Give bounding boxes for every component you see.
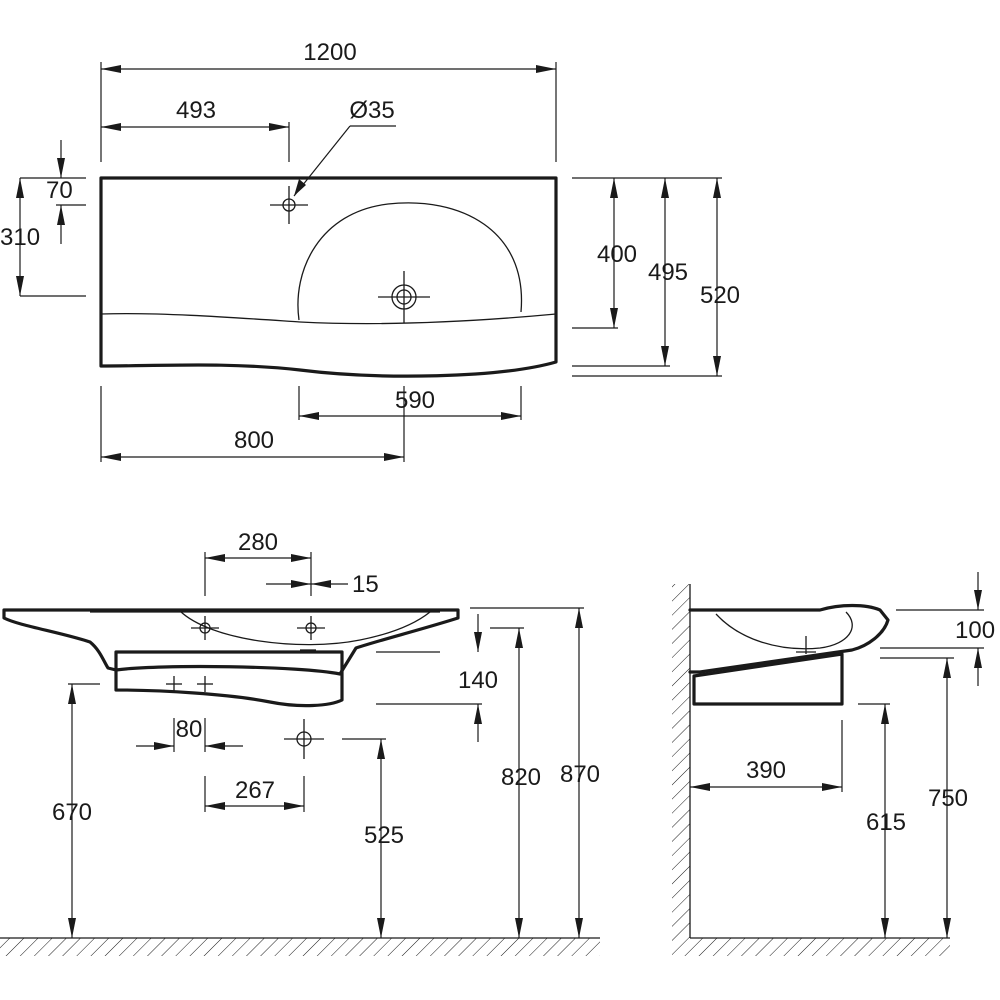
top-view-bowl-outline <box>297 202 523 321</box>
side-wall-hatch <box>672 584 690 938</box>
dim-front-tap-span: 280 <box>238 529 278 556</box>
front-tap-symbol-right <box>297 616 325 640</box>
dim-top-tap-hole: Ø35 <box>349 97 394 124</box>
side-view-basin-outline <box>688 603 890 674</box>
dim-top-tap-offset: 493 <box>176 97 216 124</box>
tap-hole-symbol <box>270 186 308 224</box>
dim-top-basin-depth: 400 <box>597 241 637 268</box>
front-floor-hatch <box>0 938 600 956</box>
top-view-outline <box>99 176 558 378</box>
dim-top-width: 1200 <box>303 39 356 66</box>
dim-side-floor-to-cabinet: 615 <box>866 809 906 836</box>
dim-side-floor-to-rim: 750 <box>928 785 968 812</box>
drain-symbol <box>378 271 430 323</box>
dim-top-mid-depth: 495 <box>648 259 688 286</box>
side-floor-hatch <box>672 938 950 956</box>
front-view-basin-outline <box>2 608 460 676</box>
side-view: 100 390 615 750 <box>672 572 995 956</box>
dim-side-rim-thickness: 100 <box>955 617 995 644</box>
dim-front-bowl-height: 140 <box>458 667 498 694</box>
dim-front-tap-small: 15 <box>352 571 379 598</box>
front-tap-symbol-left <box>191 616 219 640</box>
top-view: 1200 493 Ø35 70 310 400 495 520 590 800 <box>0 39 740 462</box>
dim-front-fix-span: 267 <box>235 777 275 804</box>
side-view-cabinet <box>692 652 844 706</box>
dim-top-drain-offset: 800 <box>234 427 274 454</box>
dim-front-floor-to-rim: 870 <box>560 761 600 788</box>
dim-side-projection: 390 <box>746 757 786 784</box>
dim-front-bracket-span: 80 <box>176 716 203 743</box>
side-view-bowl-profile <box>715 611 853 650</box>
dim-front-floor-to-waste: 525 <box>364 822 404 849</box>
front-view-cabinet <box>114 650 344 708</box>
front-waste-symbol <box>284 719 324 759</box>
dim-front-floor-to-bowl: 820 <box>501 764 541 791</box>
front-bracket-symbols <box>166 676 213 692</box>
dim-top-total-depth: 520 <box>700 282 740 309</box>
dim-front-floor-to-underside: 670 <box>52 799 92 826</box>
dim-top-edge-to-tap: 70 <box>46 177 73 204</box>
front-view-bowl-profile <box>179 610 431 646</box>
top-view-front-edge <box>100 312 557 325</box>
dim-top-back-depth: 310 <box>0 224 40 251</box>
front-view: 280 15 140 80 267 670 525 820 870 <box>0 529 600 956</box>
dim-top-bowl-width: 590 <box>395 387 435 414</box>
